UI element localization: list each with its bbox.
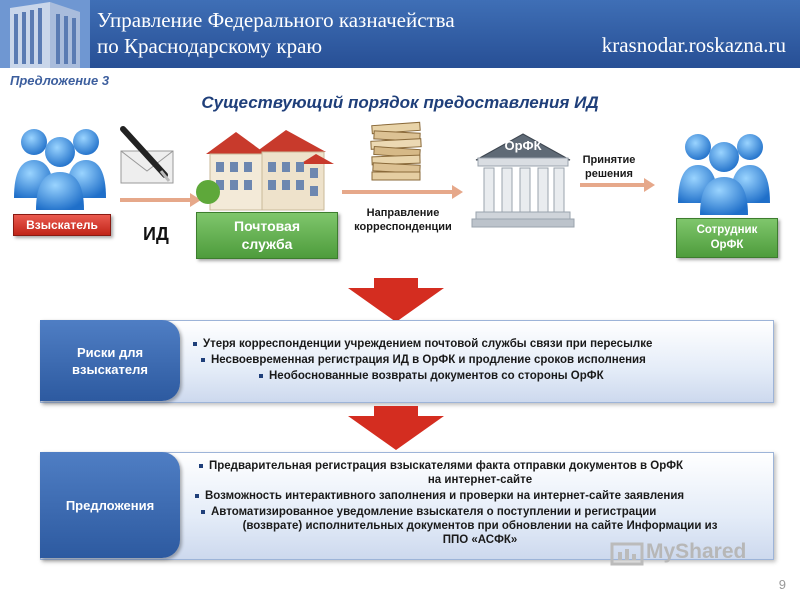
direction-line1: Направление [366, 207, 440, 219]
direction-line2: корреспонденции [354, 221, 452, 233]
arrow-head-employee [644, 178, 655, 192]
risk-item-3: Необоснованные возвраты документов со ст… [259, 369, 604, 383]
arrow-head-postal [190, 193, 201, 207]
bullet-icon [193, 341, 197, 346]
risk-item-2: Несвоевременная регистрация ИД в ОрФК и … [201, 353, 646, 367]
header-site-link[interactable]: krasnodar.roskazna.ru [601, 33, 786, 57]
risk-item-1-text: Утеря корреспонденции учреждением почтов… [203, 338, 653, 350]
proposal-item-2: Возможность интерактивного заполнения и … [195, 489, 684, 503]
employee-line2: ОрФК [710, 239, 744, 251]
proposals-tab: Предложения [40, 452, 180, 558]
post-office-building-icon [196, 124, 336, 217]
bullet-icon [201, 509, 205, 514]
claimant-badge: Взыскатель [13, 214, 111, 236]
pen-envelope-icon [115, 125, 185, 200]
watermark-text: MyShared [646, 540, 747, 563]
arrow-head-orfk [452, 185, 463, 199]
postal-line1: Почтовая [234, 218, 300, 234]
arrow-to-postal [120, 198, 192, 202]
down-arrow-2 [346, 406, 446, 455]
proposal-item-3: Автоматизированное уведомление взыскател… [201, 505, 656, 519]
decision-line2: решения [585, 168, 633, 180]
proposal-item-1-text: Предварительная регистрация взыскателями… [209, 460, 684, 472]
documents-stack-icon [368, 118, 426, 189]
orfk-label: ОрФК [504, 138, 542, 153]
risk-item-2-text: Несвоевременная регистрация ИД в ОрФК и … [211, 354, 646, 366]
employee-box: Сотрудник ОрФК [676, 218, 778, 258]
orfk-temple-icon [470, 130, 576, 235]
risk-item-1: Утеря корреспонденции учреждением почтов… [193, 337, 652, 351]
id-label: ИД [143, 224, 169, 244]
header-title-line1: Управление Федерального казначейства [97, 8, 455, 32]
decision-label: Принятие решения [570, 153, 648, 181]
risk-item-3-text: Необоснованные возвраты документов со ст… [269, 370, 604, 382]
risks-tab-line1: Риски для [76, 344, 144, 360]
risks-tab: Риски для взыскателя [40, 320, 180, 401]
arrow-to-orfk [342, 190, 454, 194]
proposal-item-1-line2: на интернет-сайте [427, 474, 533, 486]
arrow-to-employee [580, 183, 646, 187]
risks-tab-line2: взыскателя [72, 361, 148, 377]
proposal-item-3-line2: (возврате) исполнительных документов при… [242, 520, 718, 532]
proposal-item-2-text: Возможность интерактивного заполнения и … [205, 490, 685, 502]
employee-line1: Сотрудник [696, 224, 758, 236]
people-icon-employee [674, 125, 774, 222]
decision-line1: Принятие [582, 154, 636, 166]
watermark-logo-icon [608, 540, 648, 573]
header-bar [0, 0, 800, 68]
direction-label: Направление корреспонденции [338, 206, 468, 234]
postal-line2: служба [241, 236, 293, 252]
header-title-line2: по Краснодарскому краю [97, 34, 323, 58]
postal-service-box: Почтовая служба [196, 212, 338, 259]
proposal-label: Предложение 3 [10, 73, 110, 88]
proposal-item-1: Предварительная регистрация взыскателями… [199, 459, 683, 473]
proposal-item-3-text: Автоматизированное уведомление взыскател… [211, 506, 657, 518]
header-title: Управление Федерального казначейства по … [97, 7, 455, 59]
page-title: Существующий порядок предоставления ИД [201, 93, 599, 112]
people-icon-claimant [10, 120, 110, 217]
bullet-icon [201, 357, 205, 362]
bullet-icon [195, 493, 199, 498]
bullet-icon [259, 373, 263, 378]
building-photo [0, 0, 90, 68]
down-arrow-1 [346, 278, 446, 327]
proposal-item-3-line3: ППО «АСФК» [442, 534, 518, 546]
bullet-icon [199, 463, 203, 468]
page-number: 9 [778, 577, 786, 592]
